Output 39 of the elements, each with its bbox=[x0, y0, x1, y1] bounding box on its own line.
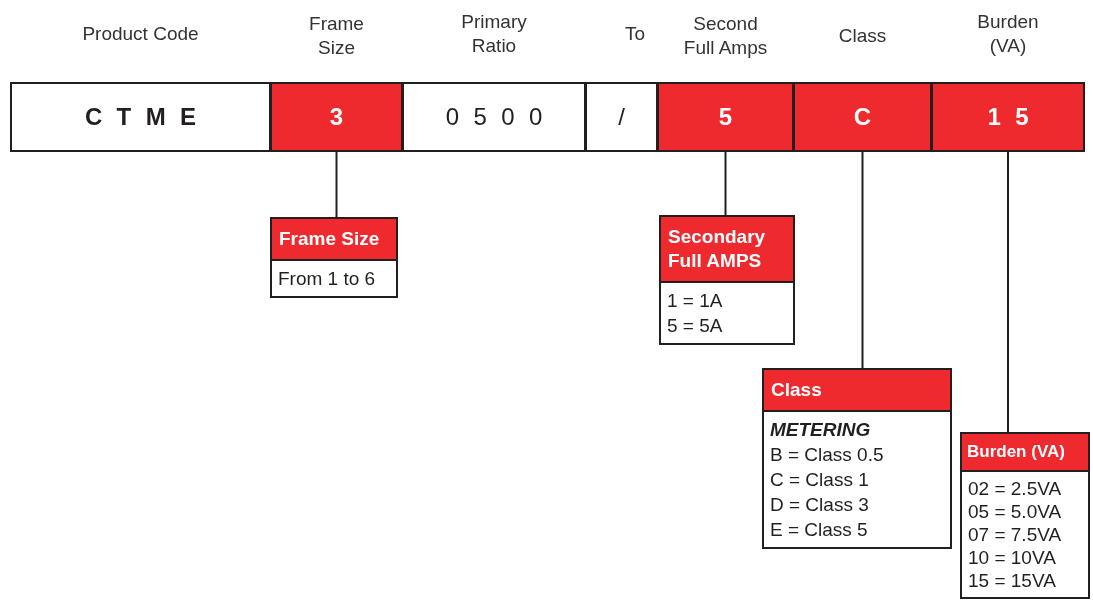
column-header: Class bbox=[837, 24, 888, 48]
box-heading: Secondary Full AMPS bbox=[661, 217, 793, 283]
box-heading: Burden (VA) bbox=[962, 434, 1088, 472]
definition-box bbox=[659, 215, 795, 345]
connector-line bbox=[335, 151, 338, 218]
section-heading: METERING bbox=[770, 418, 872, 442]
definition-line: B = Class 0.5 bbox=[770, 443, 885, 467]
definition-line: From 1 to 6 bbox=[278, 267, 377, 291]
definition-line: 10 = 10VA bbox=[968, 546, 1057, 569]
column-header: Primary Ratio bbox=[460, 10, 528, 58]
definition-line: 07 = 7.5VA bbox=[968, 523, 1063, 546]
code-value: / bbox=[618, 103, 640, 131]
code-value: CTME bbox=[84, 103, 211, 131]
definition-line: 05 = 5.0VA bbox=[968, 500, 1063, 523]
connector-line bbox=[724, 151, 727, 216]
code-value: 5 bbox=[718, 103, 747, 131]
column-header: Second Full Amps bbox=[682, 12, 769, 60]
column-header: Burden (VA) bbox=[976, 10, 1040, 58]
box-heading: Frame Size bbox=[272, 219, 396, 261]
column-header: To bbox=[623, 22, 647, 46]
box-heading: Class bbox=[764, 370, 950, 412]
code-value: C bbox=[853, 103, 886, 131]
definition-line: E = Class 5 bbox=[770, 518, 869, 542]
definition-box bbox=[762, 368, 952, 549]
column-header: Product Code bbox=[81, 22, 200, 46]
connector-line bbox=[1007, 151, 1009, 433]
definition-line: 02 = 2.5VA bbox=[968, 477, 1063, 500]
code-value: 0500 bbox=[445, 103, 557, 131]
connector-line bbox=[861, 151, 864, 369]
definition-line: 5 = 5A bbox=[667, 314, 724, 338]
definition-line: C = Class 1 bbox=[770, 468, 870, 492]
definition-line: D = Class 3 bbox=[770, 493, 870, 517]
definition-line: 1 = 1A bbox=[667, 289, 724, 313]
code-value: 3 bbox=[329, 103, 358, 131]
definition-box bbox=[960, 432, 1090, 599]
definition-line: 15 = 15VA bbox=[968, 569, 1057, 592]
code-value: 15 bbox=[987, 103, 1043, 131]
definition-box bbox=[270, 217, 398, 298]
column-header: Frame Size bbox=[308, 12, 365, 60]
